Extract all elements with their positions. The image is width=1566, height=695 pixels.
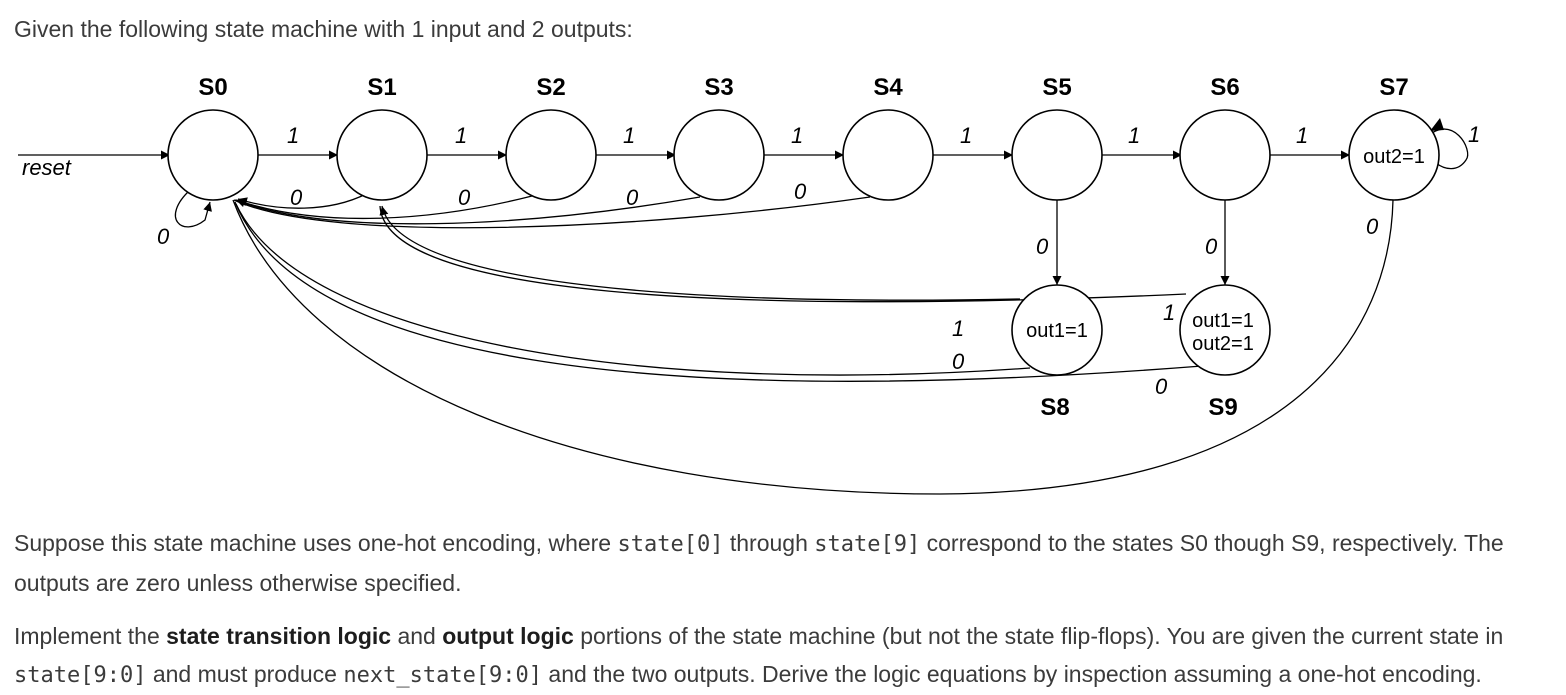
state-s7 (1348, 109, 1440, 201)
edge-label-s4-s5: 1 (960, 123, 972, 148)
edge-label-s8-s0: 0 (952, 349, 965, 374)
edge-label-s1-s2: 1 (455, 123, 467, 148)
reset-label: reset (22, 155, 72, 180)
state-s0 (167, 109, 259, 201)
edge-label-s6-s9: 0 (1205, 234, 1218, 259)
state-s3 (673, 109, 765, 201)
edge-label-s0-s1: 1 (287, 123, 299, 148)
return-to-s1-transitions (379, 205, 1187, 303)
state-label-s6: S6 (1210, 74, 1239, 101)
s7-output: out2=1 (1363, 146, 1425, 168)
state-s8 (1011, 284, 1103, 376)
state-label-s7: S7 (1379, 74, 1408, 101)
intro-text: Given the following state machine with 1… (14, 16, 633, 42)
code-state-9-0: state[9:0] (14, 663, 147, 688)
edge-label-s5-s8: 0 (1036, 234, 1049, 259)
code-state-0: state[0] (617, 532, 724, 557)
state-label-s2: S2 (536, 74, 565, 101)
state-label-s4: S4 (873, 74, 903, 101)
state-machine-diagram: reset 1 1 1 1 1 1 1 (18, 74, 1480, 495)
code-state-9: state[9] (814, 532, 921, 557)
task-description: Implement the state transition logic and… (14, 623, 1504, 688)
s7-self-loop (1425, 128, 1469, 170)
state-s5 (1011, 109, 1103, 201)
edge-label-s9-s0: 0 (1155, 374, 1168, 399)
s7-self-loop-arrowhead (1430, 118, 1444, 131)
state-s4 (842, 109, 934, 201)
edge-label-s3-s0: 0 (626, 185, 639, 210)
edge-label-s4-s0: 0 (794, 179, 807, 204)
edge-label-s6-s7: 1 (1296, 123, 1308, 148)
s9-output-line2: out2=1 (1192, 333, 1254, 355)
state-label-s3: S3 (704, 74, 733, 101)
edge-label-s7-self: 1 (1468, 122, 1480, 147)
edge-label-s1-s0: 0 (290, 185, 303, 210)
state-label-s0: S0 (198, 74, 227, 101)
state-s1 (336, 109, 428, 201)
edge-label-s2-s3: 1 (623, 123, 635, 148)
zero-labels: 0 0 0 0 0 0 0 0 0 0 1 1 1 (157, 122, 1480, 399)
state-label-s9: S9 (1208, 394, 1237, 421)
bold-state-transition-logic: state transition logic (166, 623, 392, 649)
state-label-s8: S8 (1040, 394, 1069, 421)
state-s6 (1179, 109, 1271, 201)
state-s9 (1179, 284, 1271, 376)
s9-output-line1: out1=1 (1192, 310, 1254, 332)
bold-output-logic: output logic (442, 623, 574, 649)
edge-label-s7-s0: 0 (1366, 214, 1379, 239)
edge-label-s2-s0: 0 (458, 185, 471, 210)
edge-label-s9-s1: 1 (1163, 300, 1175, 325)
return-to-s0-transitions (175, 189, 1394, 495)
edge-label-s5-s6: 1 (1128, 123, 1140, 148)
code-next-state: next_state[9:0] (343, 663, 543, 688)
encoding-description: Suppose this state machine uses one-hot … (14, 530, 1504, 596)
state-label-s5: S5 (1042, 74, 1071, 101)
edge-label-s0-self: 0 (157, 224, 170, 249)
state-s2 (505, 109, 597, 201)
edge-label-s8-s1: 1 (952, 316, 964, 341)
forward-transition-labels: 1 1 1 1 1 1 1 (287, 123, 1308, 148)
s8-output: out1=1 (1026, 320, 1088, 342)
edge-label-s3-s4: 1 (791, 123, 803, 148)
state-label-s1: S1 (367, 74, 396, 101)
